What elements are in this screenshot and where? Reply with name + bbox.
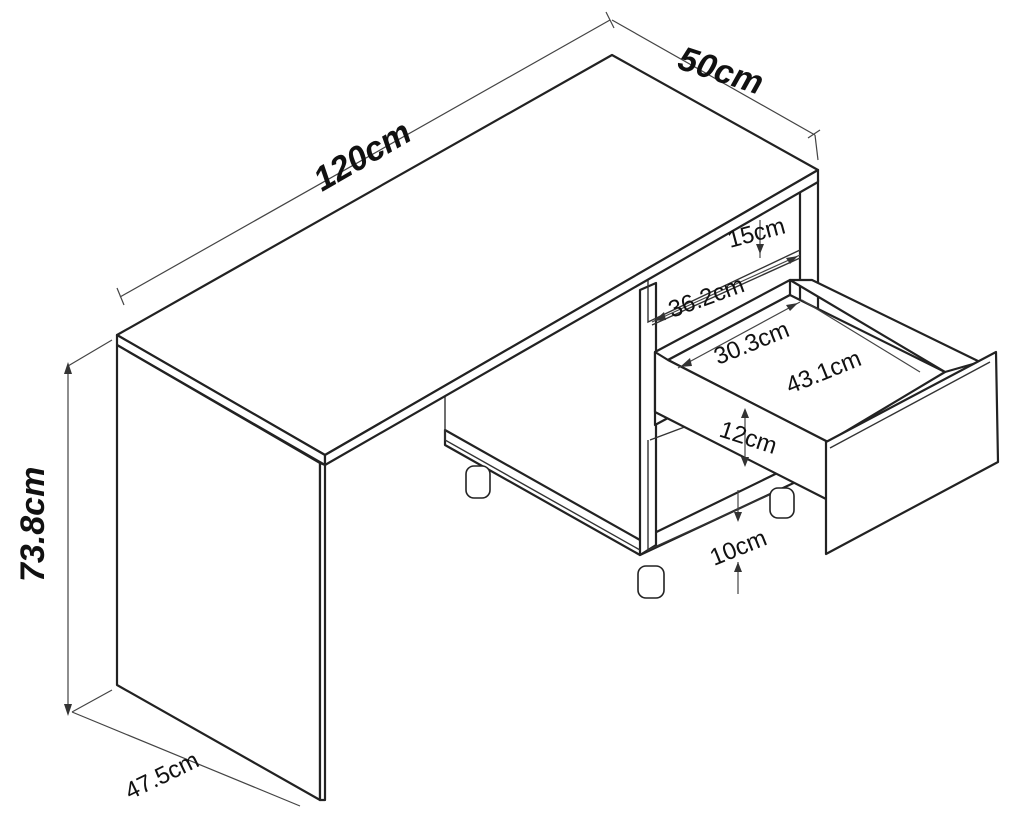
cabinet-legs [465,465,795,599]
dimension-lines [64,11,921,807]
desk-top [115,53,820,467]
left-leg-panel [115,343,327,802]
label-height: 73.8cm [14,467,52,582]
leg-back-left [465,465,491,499]
label-depth-side: 47.5cm [121,747,204,806]
dim-line-shelf-width [651,254,801,323]
dim-line-width [119,19,611,298]
drawer-front [824,350,1000,556]
upper-shelf-line [651,257,801,326]
dim-line-drawer-depth [801,299,921,373]
leg-front-left [637,565,665,599]
left-panel-edge [318,461,327,802]
lower-opening [647,440,781,552]
dim-line-drawer-width [677,301,801,369]
leg-back-right [769,487,795,519]
drawer-front-top-edge [829,361,991,449]
cabinet-inner-back [444,393,641,551]
cabinet-front-column [638,281,658,557]
dim-line-depth-side [71,711,301,807]
drawer [653,278,1000,556]
upper-shelf-opening [647,249,801,324]
label-depth-top: 50cm [674,39,768,102]
desk-top-side-edge [323,168,820,467]
dim-line-depth-top [611,19,816,136]
